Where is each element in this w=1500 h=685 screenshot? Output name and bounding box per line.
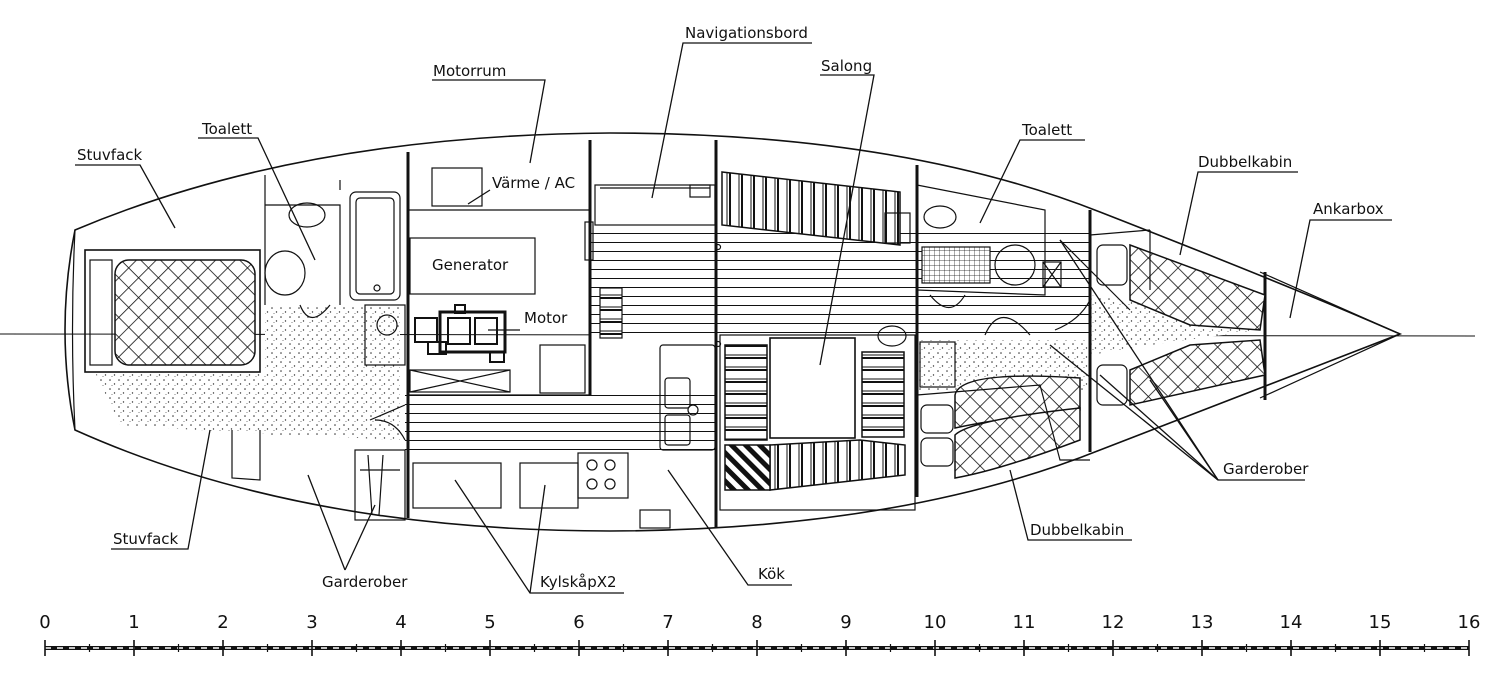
scale-tick-label: 1 bbox=[128, 612, 139, 633]
label-navigationsbord: Navigationsbord bbox=[685, 24, 808, 42]
label-garderober-left: Garderober bbox=[322, 573, 408, 591]
hull-outline bbox=[64, 132, 1403, 532]
scale-tick-label: 7 bbox=[662, 612, 673, 633]
scale-tick-label: 0 bbox=[39, 612, 50, 633]
label-garderober-right: Garderober bbox=[1223, 460, 1309, 478]
aft-toilet-bowl bbox=[264, 250, 306, 296]
label-stuvfack-top: Stuvfack bbox=[77, 146, 143, 164]
dinette-seat-left bbox=[724, 344, 768, 441]
bow-berth-upper bbox=[1129, 243, 1266, 331]
scale-tick-label: 12 bbox=[1102, 612, 1125, 633]
label-kylskap: KylskåpX2 bbox=[540, 573, 617, 591]
companionway-stairs bbox=[599, 287, 623, 339]
fridge-1 bbox=[412, 462, 502, 509]
scale-tick-label: 2 bbox=[217, 612, 228, 633]
label-toalett-fwd: Toalett bbox=[1021, 121, 1072, 139]
scale-tick-label: 8 bbox=[751, 612, 762, 633]
scale-tick-label: 3 bbox=[306, 612, 317, 633]
scale-tick-label: 9 bbox=[840, 612, 851, 633]
scale-tick-label: 5 bbox=[484, 612, 495, 633]
scale-tick-label: 14 bbox=[1280, 612, 1303, 633]
scale-tick-label: 16 bbox=[1458, 612, 1481, 633]
bow-floor bbox=[1090, 295, 1260, 355]
aft-companion-floor bbox=[265, 305, 365, 435]
inner-hull-line bbox=[71, 229, 76, 431]
scale-tick-label: 4 bbox=[395, 612, 406, 633]
aft-sink bbox=[288, 202, 326, 228]
scale-tick-label: 6 bbox=[573, 612, 584, 633]
label-motorrum: Motorrum bbox=[433, 62, 506, 80]
galley-sink-1 bbox=[664, 377, 691, 409]
dinette-corner bbox=[724, 444, 771, 491]
label-salong: Salong bbox=[821, 57, 872, 75]
scale-tick-label: 11 bbox=[1013, 612, 1036, 633]
fwd-toilet-bowl bbox=[994, 244, 1036, 286]
fridge-2 bbox=[519, 462, 579, 509]
galley-counter bbox=[659, 344, 716, 451]
fwd-sink bbox=[923, 205, 957, 229]
nav-table bbox=[594, 184, 716, 226]
fwd-shower-grate bbox=[921, 246, 991, 284]
scale-tick-label: 10 bbox=[924, 612, 947, 633]
dinette-seat-right bbox=[861, 351, 905, 438]
engine-side-floor bbox=[405, 395, 715, 455]
scale-tick-label: 13 bbox=[1191, 612, 1214, 633]
aft-berth-mattress bbox=[114, 259, 256, 366]
label-varme-ac: Värme / AC bbox=[492, 174, 575, 192]
engine-hatch bbox=[409, 369, 511, 393]
label-motor: Motor bbox=[524, 309, 568, 327]
scale-tick-label: 15 bbox=[1369, 612, 1392, 633]
label-generator: Generator bbox=[432, 256, 509, 274]
aft-shower bbox=[349, 191, 401, 301]
stove bbox=[577, 452, 629, 499]
saloon-table bbox=[769, 337, 856, 439]
varme-ac-unit bbox=[431, 167, 483, 207]
label-toalett-aft: Toalett bbox=[201, 120, 252, 138]
saloon-floor bbox=[590, 225, 1090, 340]
aft-berth-frame bbox=[84, 249, 261, 373]
label-stuvfack-bottom: Stuvfack bbox=[113, 530, 179, 548]
saloon-settee-upper bbox=[721, 171, 901, 246]
label-dubbelkabin-top: Dubbelkabin bbox=[1198, 153, 1292, 171]
label-kok: Kök bbox=[758, 565, 785, 583]
bow-berth-lower bbox=[1129, 339, 1266, 406]
galley-sink-2 bbox=[664, 414, 691, 446]
leader-lines bbox=[75, 42, 1392, 594]
label-dubbelkabin-bottom: Dubbelkabin bbox=[1030, 521, 1124, 539]
label-ankarbox: Ankarbox bbox=[1313, 200, 1384, 218]
generator-box bbox=[409, 237, 536, 295]
engine-block bbox=[414, 304, 507, 363]
dinette-seat-lower bbox=[769, 439, 906, 491]
